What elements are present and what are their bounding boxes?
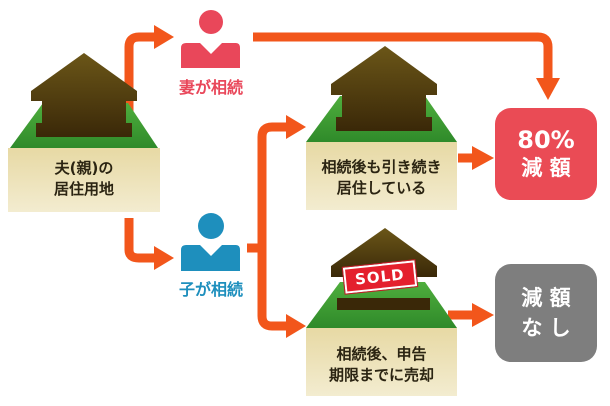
child-person-icon	[181, 213, 240, 271]
result-none-box: 減 額 な し	[495, 264, 597, 362]
keep-roof	[331, 46, 437, 131]
arrowhead-keep	[286, 115, 306, 139]
result-reduced-text: 減 額	[521, 156, 571, 180]
arrowhead-child	[154, 246, 174, 270]
keep-box: 相続後も引き続き 居住している	[306, 157, 457, 199]
wife-person-icon	[181, 10, 240, 68]
arrow-heads	[154, 25, 560, 338]
arrow-start-to-child	[124, 218, 158, 263]
result-reduced-percent: 80%	[517, 126, 575, 154]
keep-line1: 相続後も引き続き	[321, 158, 442, 176]
arrow-wife-to-reduced	[253, 32, 553, 80]
start-box: 夫(親)の 居住用地	[8, 158, 160, 200]
result-none-line2: な し	[521, 316, 571, 340]
sell-line2: 期限までに売却	[328, 366, 434, 384]
arrow-start-to-wife	[124, 32, 158, 115]
arrowhead-keep-reduced	[472, 146, 494, 170]
wife-label: 妻が相続	[178, 78, 243, 97]
result-reduced-box: 80% 減 額	[495, 108, 597, 200]
child-label: 子が相続	[178, 280, 243, 299]
keep-line2: 居住している	[336, 179, 427, 197]
arrowhead-reduced	[536, 78, 560, 100]
start-line2: 居住用地	[53, 180, 114, 198]
arrow-child-to-keep	[257, 122, 290, 248]
sell-line1: 相続後、申告	[336, 345, 427, 363]
arrow-child-to-sell	[257, 248, 290, 331]
sell-box: 相続後、申告 期限までに売却	[306, 344, 457, 386]
arrows	[124, 32, 553, 331]
arrowhead-wife	[154, 25, 174, 49]
keep-house-icon	[306, 46, 457, 210]
start-line1: 夫(親)の	[54, 159, 114, 177]
start-roof	[31, 53, 137, 137]
arrowhead-sell-none	[472, 303, 494, 327]
result-none-line1: 減 額	[521, 286, 571, 310]
start-house-icon	[8, 53, 160, 212]
arrowhead-sell	[286, 314, 306, 338]
